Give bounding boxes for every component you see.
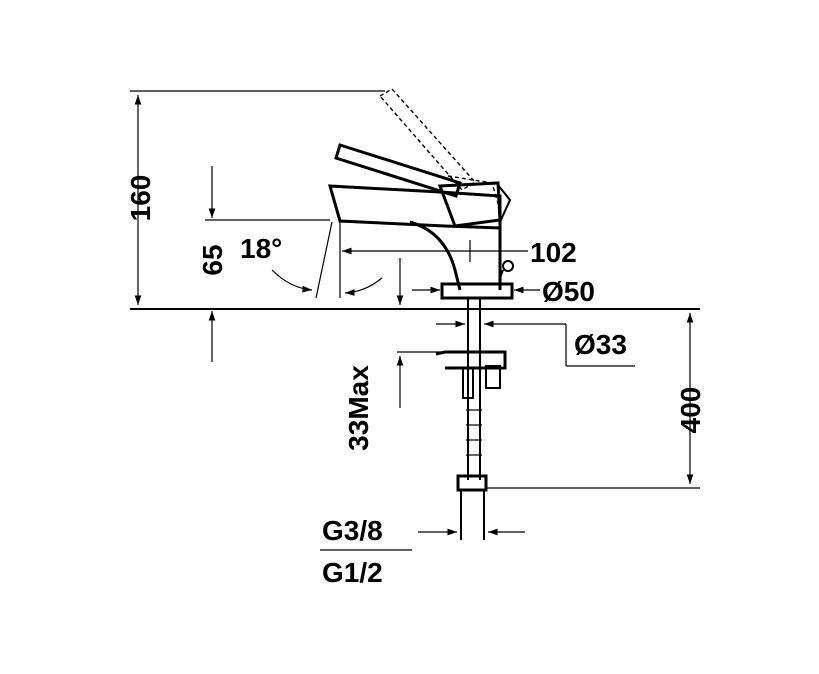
dim-label-65: 65 (197, 244, 228, 275)
dim-counter-thickness: 33Max (343, 258, 450, 451)
dim-label-g12: G1/2 (322, 557, 383, 588)
mounting-assembly (435, 298, 507, 540)
dim-label-102: 102 (530, 237, 577, 268)
hose-fitting (456, 474, 488, 492)
angle-arc-right (344, 277, 383, 296)
lever-raised-joint (447, 175, 501, 211)
dim-label-g38: G3/8 (322, 515, 383, 546)
dim-label-18deg: 18° (240, 233, 282, 264)
lever-dashed (378, 88, 501, 211)
dim-connection: G3/8 G1/2 (320, 515, 525, 588)
fixing-nut (485, 365, 501, 389)
dim-hose-length: 400 (486, 313, 706, 489)
lever-cartridge (437, 181, 502, 228)
lever-raised (378, 88, 477, 191)
rod-nut (462, 367, 474, 399)
body-curve (409, 220, 462, 291)
dim-label-33max: 33Max (343, 365, 374, 451)
dim-height-total: 160 (125, 90, 385, 305)
pull-ring (502, 260, 514, 272)
dim-label-160: 160 (125, 175, 156, 222)
faucet-body (327, 184, 514, 300)
base-plate (440, 282, 514, 300)
lever-handle (334, 143, 462, 198)
pull-ring-stem (499, 269, 504, 279)
lever-solid (334, 143, 512, 228)
dim-spout-reach: 102 (342, 237, 577, 268)
lever-cap (497, 184, 512, 223)
dim-label-diam50: Ø50 (542, 276, 595, 307)
angle-arc-left (271, 269, 313, 293)
dim-base-diameter: Ø50 (412, 276, 595, 307)
angle-ray (315, 221, 333, 299)
spout (327, 184, 502, 230)
dim-spout-height: 65 (197, 166, 330, 362)
dim-hole-diameter: Ø33 (436, 320, 635, 367)
dim-label-diam33: Ø33 (574, 329, 627, 360)
dim-spout-angle: 18° (240, 221, 383, 299)
dim-label-400: 400 (675, 387, 706, 434)
